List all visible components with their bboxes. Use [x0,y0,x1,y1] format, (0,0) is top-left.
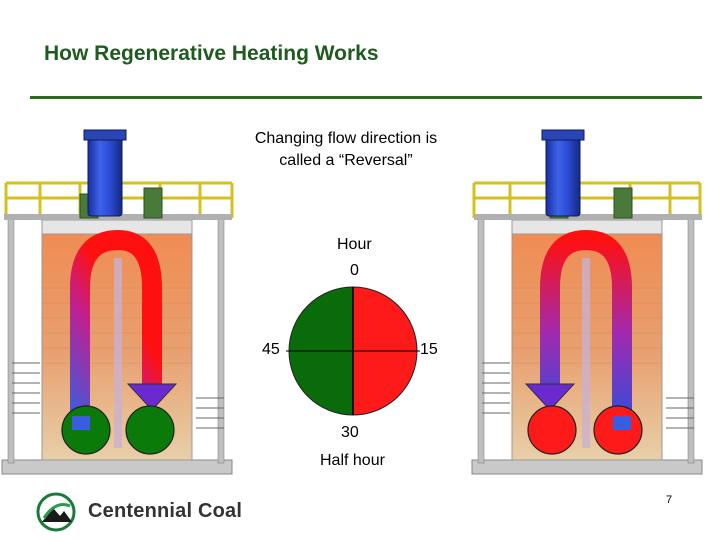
clock-tick-0: 0 [350,262,359,279]
reversal-caption: Changing flow direction is called a “Rev… [230,128,462,172]
clock-half-hour-label: Half hour [320,452,385,469]
caption-line-1: Changing flow direction is [254,130,438,147]
title-divider [30,96,702,99]
reversal-clock [286,286,420,416]
page-number: 7 [666,494,673,506]
clock-tick-30: 30 [341,424,359,441]
company-name: Centennial Coal [88,500,243,522]
slide-title: How Regenerative Heating Works [44,42,379,65]
clock-hour-label: Hour [337,236,372,253]
clock-tick-45: 45 [262,341,280,358]
left-furnace-diagram [1,129,234,475]
clock-tick-15: 15 [420,341,438,358]
centennial-coal-logo-icon [36,492,76,532]
caption-line-2: called a “Reversal” [279,152,413,169]
right-furnace-diagram [471,129,703,475]
